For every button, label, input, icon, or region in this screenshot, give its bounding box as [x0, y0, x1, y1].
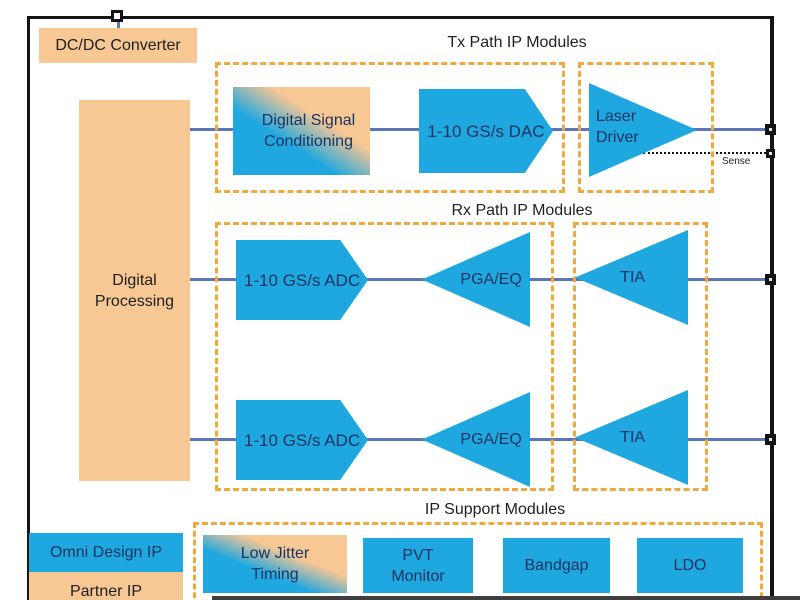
dcdc-converter-label: DC/DC Converter [55, 37, 181, 54]
rx-path-group-box [215, 222, 554, 491]
digital-processing-line1: Digital [112, 271, 157, 289]
tia-bottom-label: TIA [620, 429, 646, 446]
ip-support-title: IP Support Modules [424, 501, 566, 518]
low-jitter-label: Low Jitter Timing [241, 543, 309, 585]
dsc-line2: Conditioning [264, 133, 353, 150]
laser-line1: Laser [596, 108, 637, 125]
pvt-monitor-label: PVT Monitor [391, 545, 444, 587]
pga-eq-top-label: PGA/EQ [460, 271, 522, 288]
dsc-label: Digital Signal Conditioning [262, 110, 355, 152]
cropped-bottom-bar [212, 596, 800, 600]
pvt-monitor-block: PVT Monitor [363, 538, 473, 593]
supply-port-icon [111, 10, 123, 22]
adc-top-label: 1-10 GS/s ADC [243, 270, 361, 290]
pga-eq-bottom-label: PGA/EQ [460, 431, 522, 448]
rx-input-port-bottom-icon [765, 434, 776, 445]
tia-top-label: TIA [620, 269, 646, 286]
low-jitter-line1: Low Jitter [240, 545, 310, 562]
bandgap-label: Bandgap [524, 557, 589, 574]
digital-signal-conditioning-block: Digital Signal Conditioning [233, 87, 370, 175]
ldo-label: LDO [673, 557, 707, 574]
sense-wire [643, 152, 770, 154]
rx-input-port-top-icon [765, 274, 776, 285]
pvt-line1: PVT [402, 546, 434, 564]
adc-bottom-block: 1-10 GS/s ADC [236, 400, 368, 480]
laser-driver-label: Laser Driver [596, 106, 639, 148]
bandgap-block: Bandgap [503, 538, 610, 593]
low-jitter-line2: Timing [251, 566, 299, 583]
adc-top-block: 1-10 GS/s ADC [236, 240, 368, 320]
laser-driver-group-box [578, 62, 714, 193]
dac-block: 1-10 GS/s DAC [419, 89, 553, 173]
tia-group-box [573, 222, 708, 491]
legend-partner-label: Partner IP [69, 583, 143, 600]
laser-line2: Driver [596, 129, 639, 146]
ip-support-group-box [193, 522, 763, 600]
dcdc-supply-stem [117, 19, 120, 30]
dac-label: 1-10 GS/s DAC [427, 121, 545, 141]
legend-omni-design-ip: Omni Design IP [29, 533, 183, 572]
dsc-line1: Digital Signal [261, 112, 356, 129]
adc-bottom-label: 1-10 GS/s ADC [243, 430, 361, 450]
tx-path-group-box [215, 62, 565, 193]
sense-label: Sense [722, 156, 751, 167]
digital-processing-block: Digital Processing [79, 100, 190, 481]
digital-processing-label: Digital Processing [95, 270, 174, 312]
sense-port-icon [766, 149, 775, 158]
legend-partner-ip: Partner IP [29, 572, 183, 600]
chip-frame [27, 16, 774, 600]
ldo-block: LDO [637, 538, 743, 593]
low-jitter-timing-block: Low Jitter Timing [203, 535, 347, 593]
dcdc-converter-block: DC/DC Converter [39, 28, 197, 63]
pvt-line2: Monitor [391, 567, 445, 585]
tx-path-title: Tx Path IP Modules [447, 34, 587, 51]
tx-output-port-icon [765, 124, 776, 135]
digital-processing-line2: Processing [94, 292, 175, 310]
rx-path-title: Rx Path IP Modules [451, 202, 593, 219]
legend-omni-label: Omni Design IP [49, 544, 163, 561]
